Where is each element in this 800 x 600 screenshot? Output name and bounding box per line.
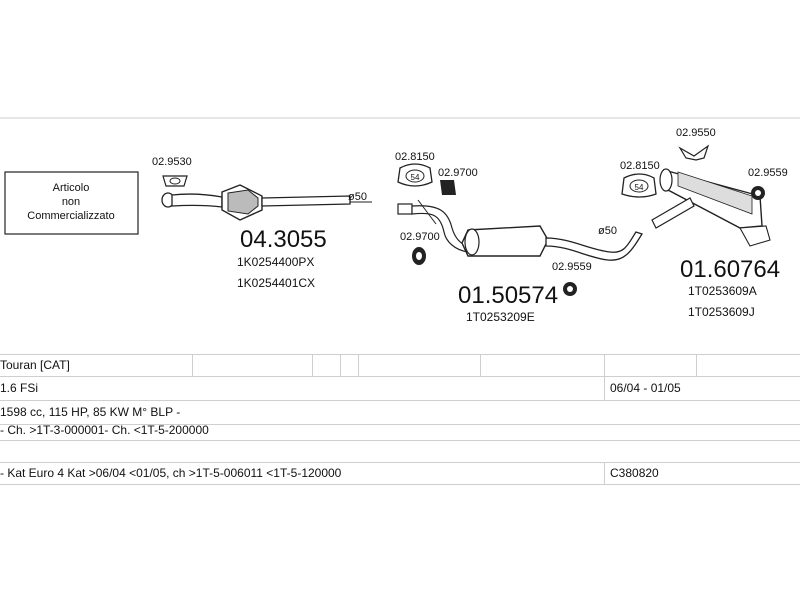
part-code-1T0253609J: 1T0253609J: [688, 305, 755, 319]
table-line: [0, 462, 800, 463]
kat-cell: - Kat Euro 4 Kat >06/04 <01/05, ch >1T-5…: [0, 466, 342, 480]
hanger-02-9700-bottom: 02.9700: [400, 231, 440, 265]
diameter-label-1: ø50: [348, 191, 367, 203]
exhaust-diagram: Articolo non Commercializzato 02.9530 ø5…: [0, 117, 800, 324]
table-row: Touran [CAT]: [0, 355, 800, 375]
table-line: [0, 440, 800, 441]
clamp-size-left: 54: [411, 173, 420, 182]
table-divider: [480, 354, 481, 376]
engine-cell: 1.6 FSi: [0, 381, 39, 395]
hanger-02-9559-right: 02.9559: [748, 167, 788, 200]
table-divider: [358, 354, 359, 376]
table-divider: [604, 462, 605, 484]
table-row: - Kat Euro 4 Kat >06/04 <01/05, ch >1T-5…: [0, 463, 800, 483]
table-row: 1598 cc, 115 HP, 85 KW M° BLP -: [0, 402, 800, 422]
table-divider: [604, 354, 605, 400]
table-line: [0, 424, 800, 425]
table-divider: [340, 354, 341, 376]
part-label-02-9550: 02.9550: [676, 127, 716, 139]
note-line-2: non: [62, 196, 80, 208]
table-row: 1.6 FSi 06/04 - 01/05: [0, 378, 800, 398]
hanger-02-9559-middle: 02.9559: [552, 261, 592, 296]
note-line-1: Articolo: [53, 182, 90, 194]
table-line: [0, 376, 800, 377]
part-code-1K0254400PX: 1K0254400PX: [237, 255, 314, 269]
part-number-01-50574: 01.50574: [458, 282, 558, 309]
rear-silencer-01-60764: [651, 168, 771, 247]
note-line-3: Commercializzato: [27, 210, 114, 222]
table-line: [0, 354, 800, 355]
clamp-02-8150-right: 02.8150 54: [620, 160, 660, 198]
clamp-size-right: 54: [635, 183, 644, 192]
part-code-1T0253609A: 1T0253609A: [688, 284, 757, 298]
part-code-1T0253209E: 1T0253209E: [466, 310, 535, 324]
part-label-02-8150-left: 02.8150: [395, 151, 435, 163]
part-label-02-9559-right: 02.9559: [748, 167, 788, 179]
table-line: [0, 484, 800, 485]
part-label-02-8150-right: 02.8150: [620, 160, 660, 172]
part-code-1K0254401CX: 1K0254401CX: [237, 276, 315, 290]
specs-cell: 1598 cc, 115 HP, 85 KW M° BLP -: [0, 405, 181, 419]
date-range-cell: 06/04 - 01/05: [610, 381, 681, 395]
clamp-02-8150-left: 02.8150 54: [395, 151, 435, 187]
table-line: [0, 400, 800, 401]
diameter-label-2: ø50: [598, 225, 617, 237]
hanger-02-9700-top: 02.9700: [438, 167, 478, 195]
table-row: - Ch. >1T-3-000001- Ch. <1T-5-200000: [0, 420, 800, 440]
part-label-02-9700-bottom: 02.9700: [400, 231, 440, 243]
gasket-02-9530: 02.9530: [152, 156, 192, 187]
table-divider: [312, 354, 313, 376]
table-divider: [192, 354, 193, 376]
part-label-02-9700-top: 02.9700: [438, 167, 478, 179]
bracket-02-9550: 02.9550: [676, 127, 716, 161]
kit-code-cell: C380820: [610, 466, 659, 480]
front-pipe-section: [397, 199, 469, 253]
part-label-02-9559-middle: 02.9559: [552, 261, 592, 273]
chassis-cell: - Ch. >1T-3-000001- Ch. <1T-5-200000: [0, 423, 209, 437]
model-cell: Touran [CAT]: [0, 358, 70, 372]
part-number-01-60764: 01.60764: [680, 256, 780, 283]
catalytic-converter-04-3055: [161, 184, 351, 221]
table-divider: [696, 354, 697, 376]
not-sold-note: Articolo non Commercializzato: [4, 171, 139, 235]
part-number-04-3055: 04.3055: [240, 226, 327, 253]
middle-silencer-01-50574: [461, 225, 643, 261]
exhaust-diagram-svg: Articolo non Commercializzato 02.9530 ø5…: [0, 117, 800, 324]
part-label-02-9530: 02.9530: [152, 156, 192, 168]
